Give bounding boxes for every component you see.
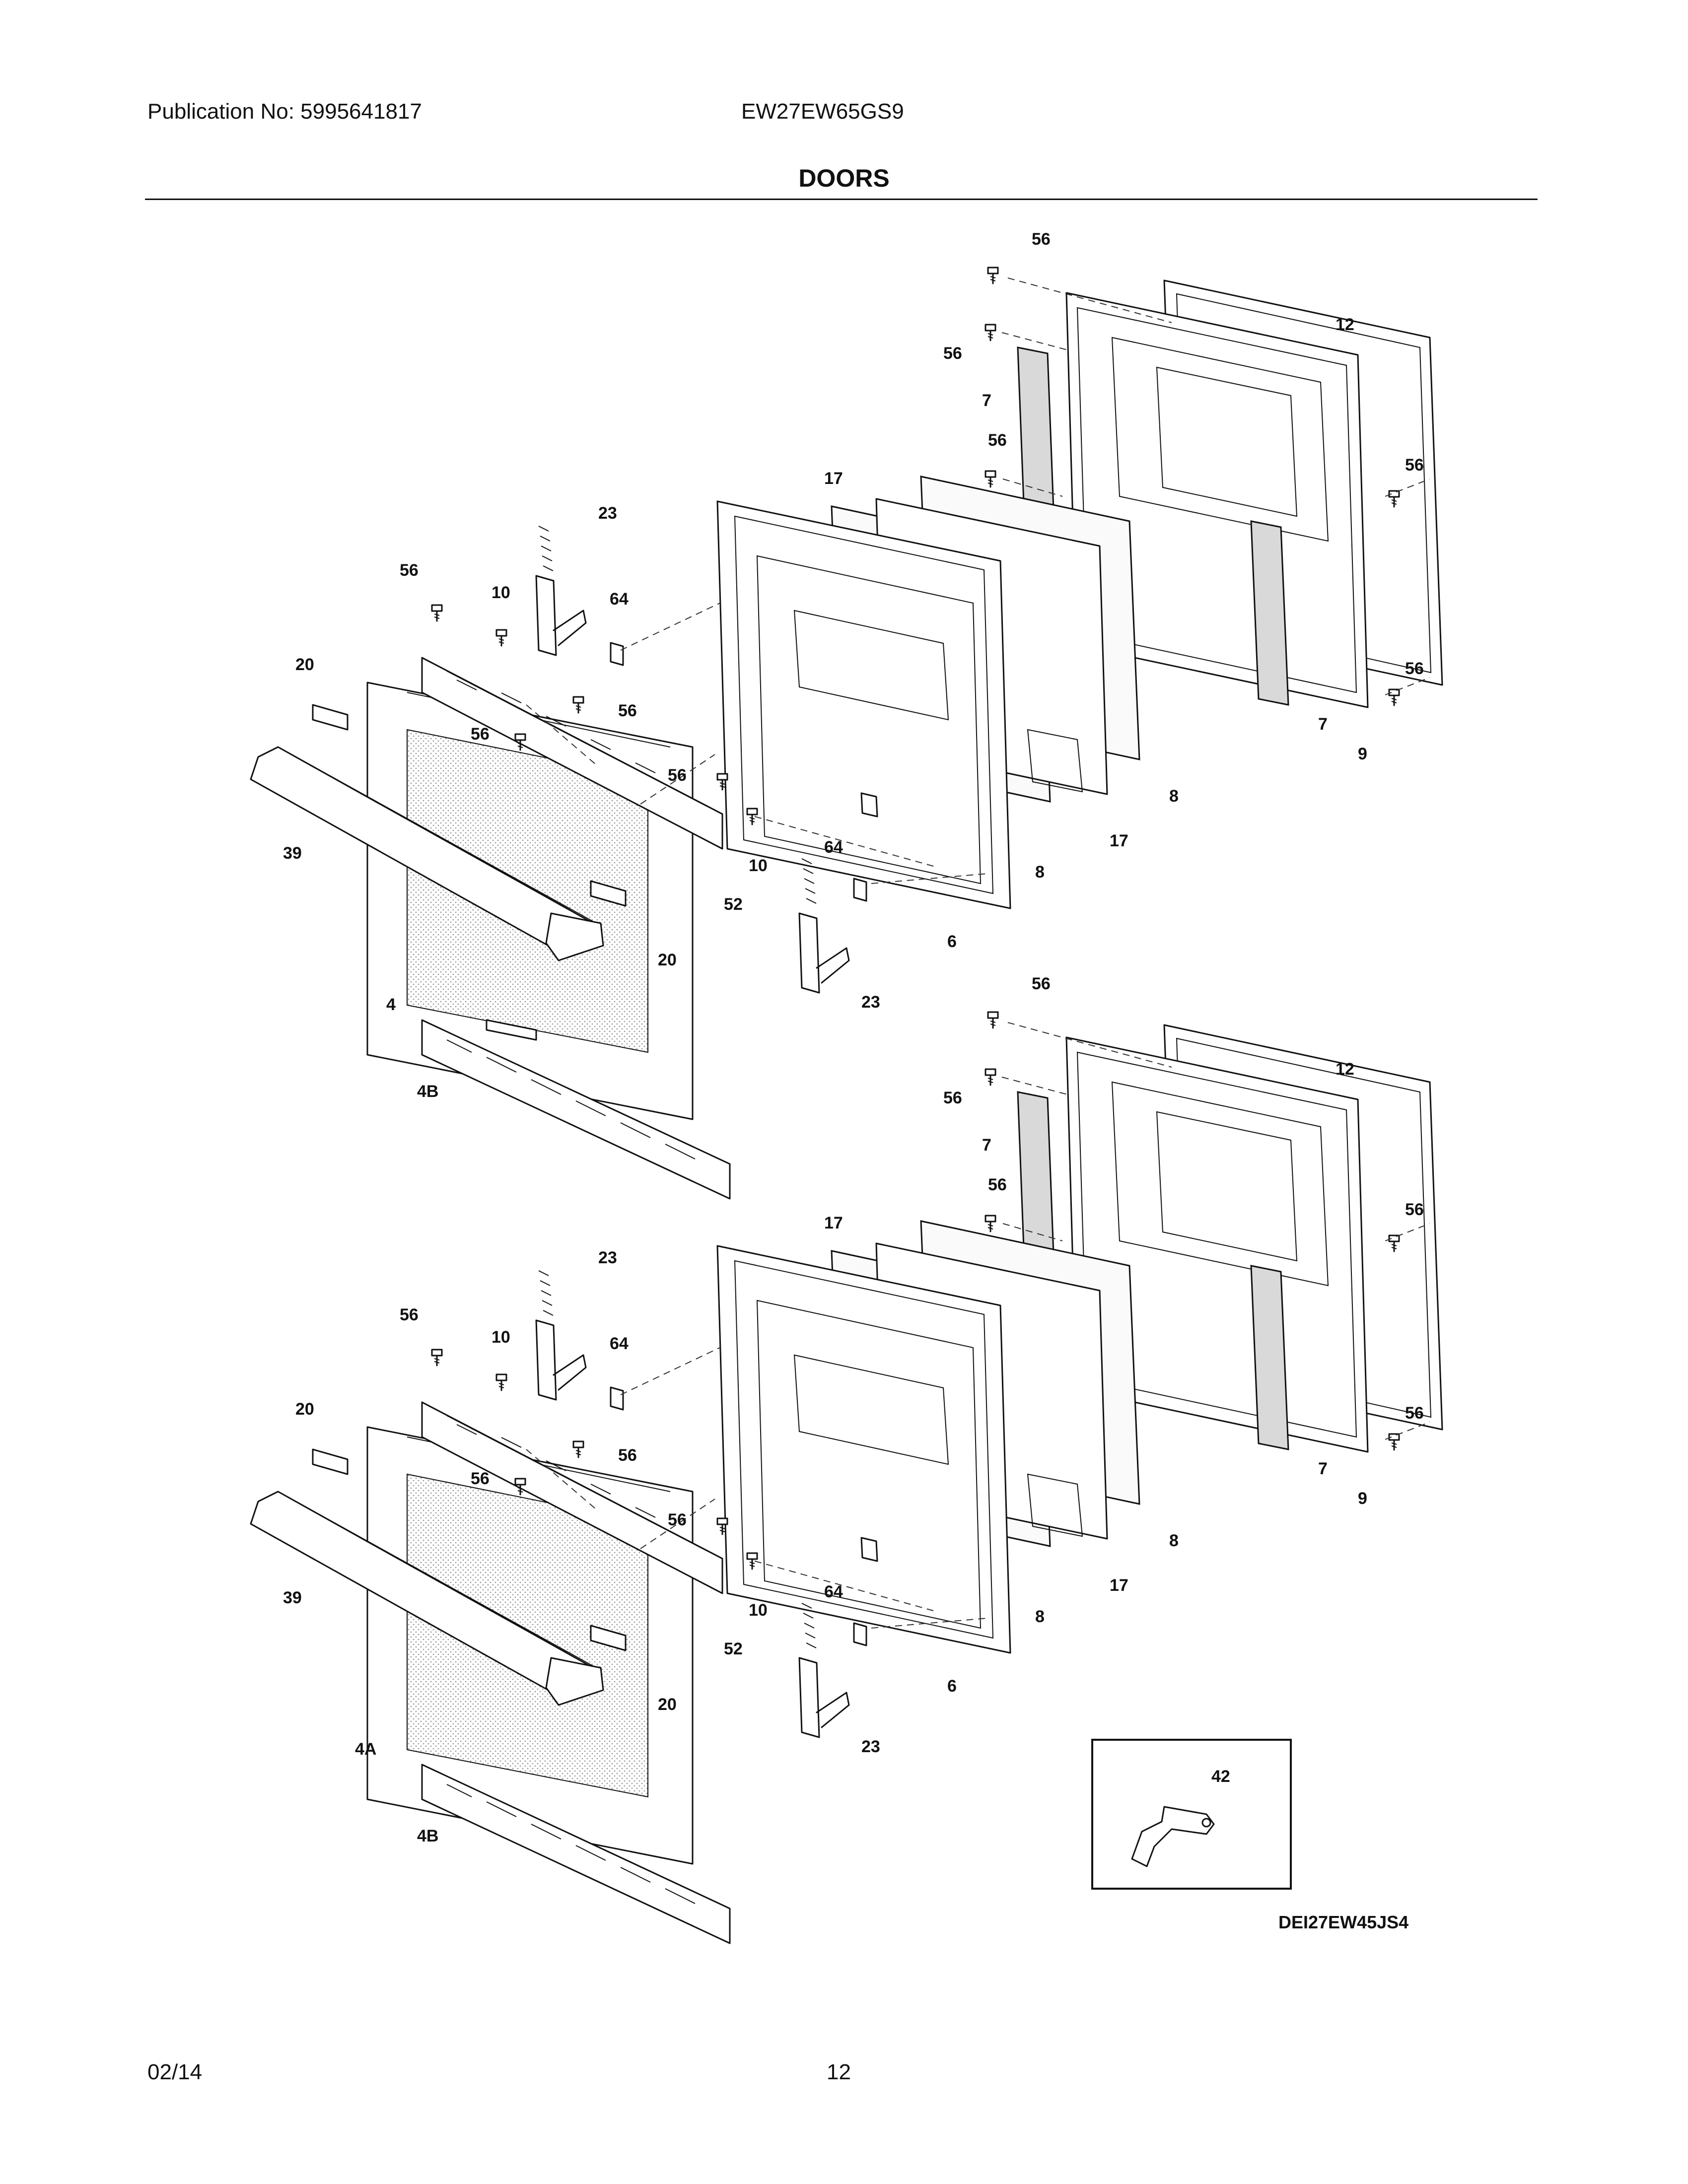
callout: 6 [947, 1677, 957, 1696]
callout: 39 [283, 1588, 302, 1607]
callout: 4B [417, 1827, 438, 1845]
callout: 64 [824, 1582, 843, 1601]
callout: 9 [1358, 1489, 1367, 1508]
callout: 56 [1405, 1200, 1424, 1219]
callout: 20 [295, 655, 314, 674]
callout: 17 [824, 469, 843, 488]
door-hinge [798, 1657, 820, 1738]
handle-end-cap [590, 1625, 627, 1651]
callout: 56 [1032, 974, 1051, 993]
callout: 56 [400, 561, 419, 580]
handle-end-cap [312, 704, 349, 731]
door-hinge [798, 912, 820, 994]
callout: 20 [658, 951, 677, 969]
handle-end-cap [590, 880, 627, 907]
callout: 20 [295, 1400, 314, 1419]
callout: 12 [1336, 315, 1354, 334]
callout: 56 [1405, 659, 1424, 678]
callout: 4 [386, 995, 396, 1014]
callout: 10 [492, 583, 510, 602]
callout: 56 [471, 1469, 490, 1488]
callout: 56 [988, 1175, 1007, 1194]
callout: 52 [724, 1639, 743, 1658]
bottom-vent-trim [421, 1019, 731, 1200]
callout: 23 [861, 993, 880, 1012]
footer-date: 02/14 [147, 2060, 203, 2084]
callout: 56 [668, 766, 687, 785]
callout: 56 [988, 431, 1007, 450]
callout: 10 [749, 1601, 768, 1620]
inner-door-frame [716, 1245, 1011, 1654]
callout: 56 [1405, 456, 1424, 475]
callout: 4A [355, 1740, 376, 1759]
callout: 20 [658, 1695, 677, 1714]
callout: 7 [1318, 715, 1328, 734]
callout: 56 [1405, 1404, 1424, 1423]
callout: 8 [1035, 1607, 1045, 1626]
diagram-code: DEI27EW45JS4 [1278, 1912, 1408, 1932]
callout: 23 [598, 504, 617, 523]
door-hinge [535, 575, 557, 656]
page-number: 12 [827, 2060, 851, 2084]
handle-end-cap [312, 1448, 349, 1475]
callout: 23 [598, 1248, 617, 1267]
model-number: EW27EW65GS9 [741, 99, 904, 124]
callout: 64 [610, 1334, 629, 1353]
callout: 64 [610, 590, 629, 609]
callout: 8 [1035, 863, 1045, 882]
callout: 10 [749, 856, 768, 875]
callout: 42 [1211, 1767, 1230, 1786]
insulation-block [1250, 1265, 1289, 1450]
publication-number: Publication No: 5995641817 [147, 99, 422, 124]
inner-door-frame [716, 500, 1011, 909]
callout: 7 [982, 1136, 991, 1155]
callout: 52 [724, 895, 743, 914]
callout: 9 [1358, 745, 1367, 763]
callout: 17 [1110, 831, 1128, 850]
callout: 10 [492, 1328, 510, 1347]
door-hinge [535, 1319, 557, 1401]
callout: 12 [1336, 1060, 1354, 1079]
callout: 56 [400, 1305, 419, 1324]
mounting-bracket [1131, 1806, 1215, 1867]
callout: 7 [982, 391, 991, 410]
hinge-receiver [853, 878, 867, 902]
header-rule [145, 199, 1538, 200]
bottom-vent-trim [421, 1764, 731, 1944]
callout: 64 [824, 838, 843, 857]
callout: 56 [618, 701, 637, 720]
callout: 56 [668, 1510, 687, 1529]
callout: 56 [943, 1089, 962, 1107]
callout: 56 [618, 1446, 637, 1465]
callout: 39 [283, 844, 302, 863]
callout: 7 [1318, 1459, 1328, 1478]
callout: 8 [1169, 787, 1179, 806]
upper-door-assembly: 56 12 56 7 56 56 17 23 56 10 64 20 56 56… [250, 230, 1443, 1200]
insulation-block [1250, 520, 1289, 706]
hinge-receiver [853, 1622, 867, 1646]
page-title: DOORS [798, 164, 890, 192]
callout: 56 [943, 344, 962, 363]
callout: 6 [947, 932, 957, 951]
callout: 4B [417, 1082, 438, 1101]
lower-door-assembly: 56 12 56 7 56 56 17 23 56 10 64 20 56 56… [250, 974, 1443, 1944]
callout: 23 [861, 1737, 880, 1756]
hinge-receiver [610, 1386, 624, 1411]
hinge-receiver [610, 642, 624, 666]
callout: 17 [1110, 1576, 1128, 1595]
callout: 56 [471, 725, 490, 744]
callout: 17 [824, 1214, 843, 1232]
inset-bracket-box: 42 [1091, 1739, 1292, 1890]
callout: 56 [1032, 230, 1051, 249]
callout: 8 [1169, 1531, 1179, 1550]
